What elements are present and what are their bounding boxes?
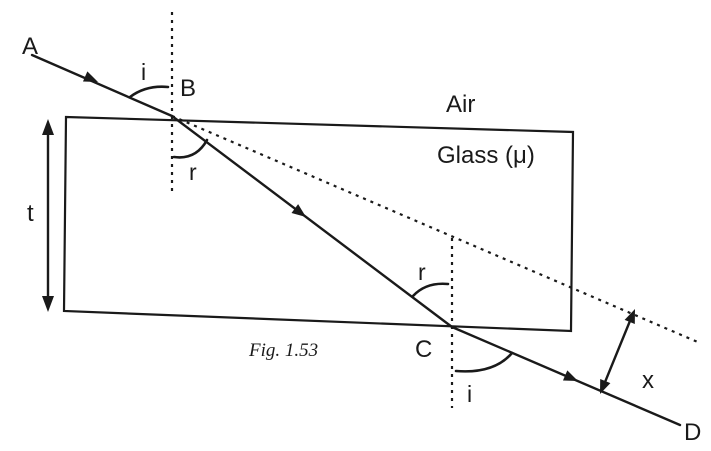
figure-caption: Fig. 1.53 — [248, 340, 318, 361]
angle-arc-refraction-bottom — [411, 282, 450, 298]
thickness-arrow-head-bottom — [42, 296, 54, 312]
label-lateral-shift: x — [642, 367, 654, 394]
label-point-b: B — [180, 75, 196, 102]
angle-arc-emergence-bottom — [454, 351, 514, 373]
angle-arc-incidence-top — [128, 85, 170, 99]
label-thickness: t — [27, 200, 34, 227]
incident-ray-ab — [30, 53, 174, 118]
label-angle-incidence-top: i — [141, 59, 146, 85]
label-angle-emergence-bottom: i — [467, 381, 472, 407]
refracted-ray-bc — [170, 114, 454, 329]
label-point-a: A — [22, 33, 38, 60]
angle-arc-refraction-top — [172, 138, 209, 159]
lateral-shift-arrow-line — [601, 314, 634, 389]
glass-slab — [62, 115, 575, 333]
arrowhead-emergent-ray — [562, 370, 578, 381]
label-point-d: D — [684, 419, 701, 446]
lateral-shift-arrow-head-bottom — [600, 378, 611, 394]
label-point-c: C — [415, 336, 432, 363]
label-medium-glass: Glass (μ) — [437, 142, 535, 169]
undeviated-ray-extension — [171, 114, 701, 345]
thickness-arrow-head-top — [42, 119, 54, 135]
label-angle-refraction-bottom: r — [418, 259, 426, 285]
lateral-shift-arrow-head-top — [624, 309, 635, 325]
label-angle-refraction-top: r — [189, 159, 197, 185]
label-medium-air: Air — [446, 91, 475, 118]
arrowhead-incident-ray — [82, 71, 98, 82]
arrowhead-refracted-ray — [291, 204, 306, 217]
